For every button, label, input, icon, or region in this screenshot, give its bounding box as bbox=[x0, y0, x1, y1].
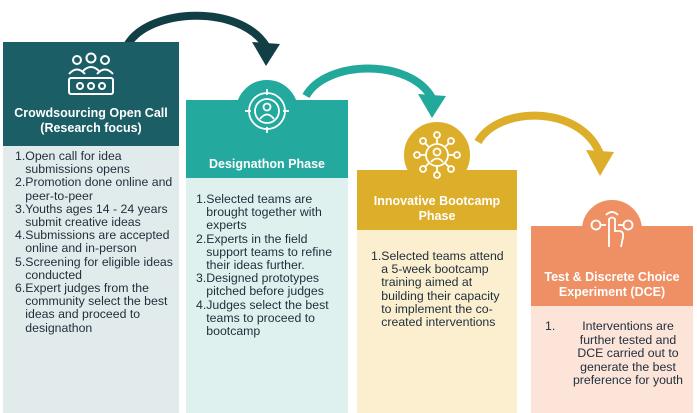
phase-header: Designathon Phase bbox=[186, 100, 348, 178]
target-person-icon-badge bbox=[236, 80, 298, 142]
target-person-icon bbox=[245, 89, 289, 133]
list-item: 1.Interventions are further tested and D… bbox=[545, 319, 684, 388]
hand-select-icon bbox=[590, 211, 634, 248]
phase-title: Crowdsourcing Open Call (Research focus) bbox=[14, 106, 168, 135]
arrow-head-2 bbox=[418, 94, 446, 118]
phase-title: Test & Discrete Choice Experiment (DCE) bbox=[544, 270, 680, 299]
network-person-icon bbox=[413, 131, 461, 179]
phase-header: Innovative Bootcamp Phase bbox=[357, 170, 517, 230]
phase-title: Innovative Bootcamp Phase bbox=[373, 194, 501, 223]
phase-designathon: Designathon Phase 1.Selected teams are b… bbox=[186, 80, 348, 413]
list-item: 4.Submissions are accepted online and in… bbox=[15, 228, 170, 256]
list-item: 6.Expert judges from the community selec… bbox=[15, 281, 168, 335]
list-item: 5.Screening for eligible ideas conducted bbox=[15, 254, 173, 282]
phase-steps: 1.Selected teams attend a 5-week bootcam… bbox=[357, 230, 517, 413]
phase-bootcamp: Innovative Bootcamp Phase 1.Selected tea… bbox=[357, 122, 517, 413]
list-item: 1.Selected teams are brought together wi… bbox=[196, 192, 322, 233]
list-item: 1.Open call for idea submissions opens bbox=[15, 149, 130, 177]
phase-crowdsourcing: Crowdsourcing Open Call (Research focus)… bbox=[3, 42, 179, 413]
list-item: 3.Youths ages 14 - 24 years submit creat… bbox=[15, 201, 168, 230]
crowd-icon bbox=[63, 50, 119, 100]
list-item: 1.Selected teams attend a 5-week bootcam… bbox=[371, 249, 504, 330]
phase-steps: 1.Selected teams are brought together wi… bbox=[186, 178, 348, 413]
phase-steps: 1.Open call for idea submissions opens 2… bbox=[3, 146, 179, 413]
list-item: 3.Designed prototypes pitched before jud… bbox=[196, 271, 324, 299]
arrow-head-1 bbox=[252, 42, 280, 66]
network-person-icon-badge bbox=[404, 122, 470, 188]
list-item: 4.Judges select the best teams to procee… bbox=[196, 297, 329, 339]
list-item: 2.Experts in the field support teams to … bbox=[196, 231, 333, 273]
phase-header: Crowdsourcing Open Call (Research focus) bbox=[3, 42, 179, 146]
phase-title: Designathon Phase bbox=[209, 157, 325, 171]
arrow-head-3 bbox=[586, 150, 614, 176]
phase-steps: 1.Interventions are further tested and D… bbox=[531, 306, 693, 413]
hand-select-icon-badge bbox=[582, 200, 642, 260]
list-item: 2.Promotion done online and peer-to-peer bbox=[15, 175, 173, 203]
phase-test-dce: Test & Discrete Choice Experiment (DCE) … bbox=[531, 200, 693, 413]
